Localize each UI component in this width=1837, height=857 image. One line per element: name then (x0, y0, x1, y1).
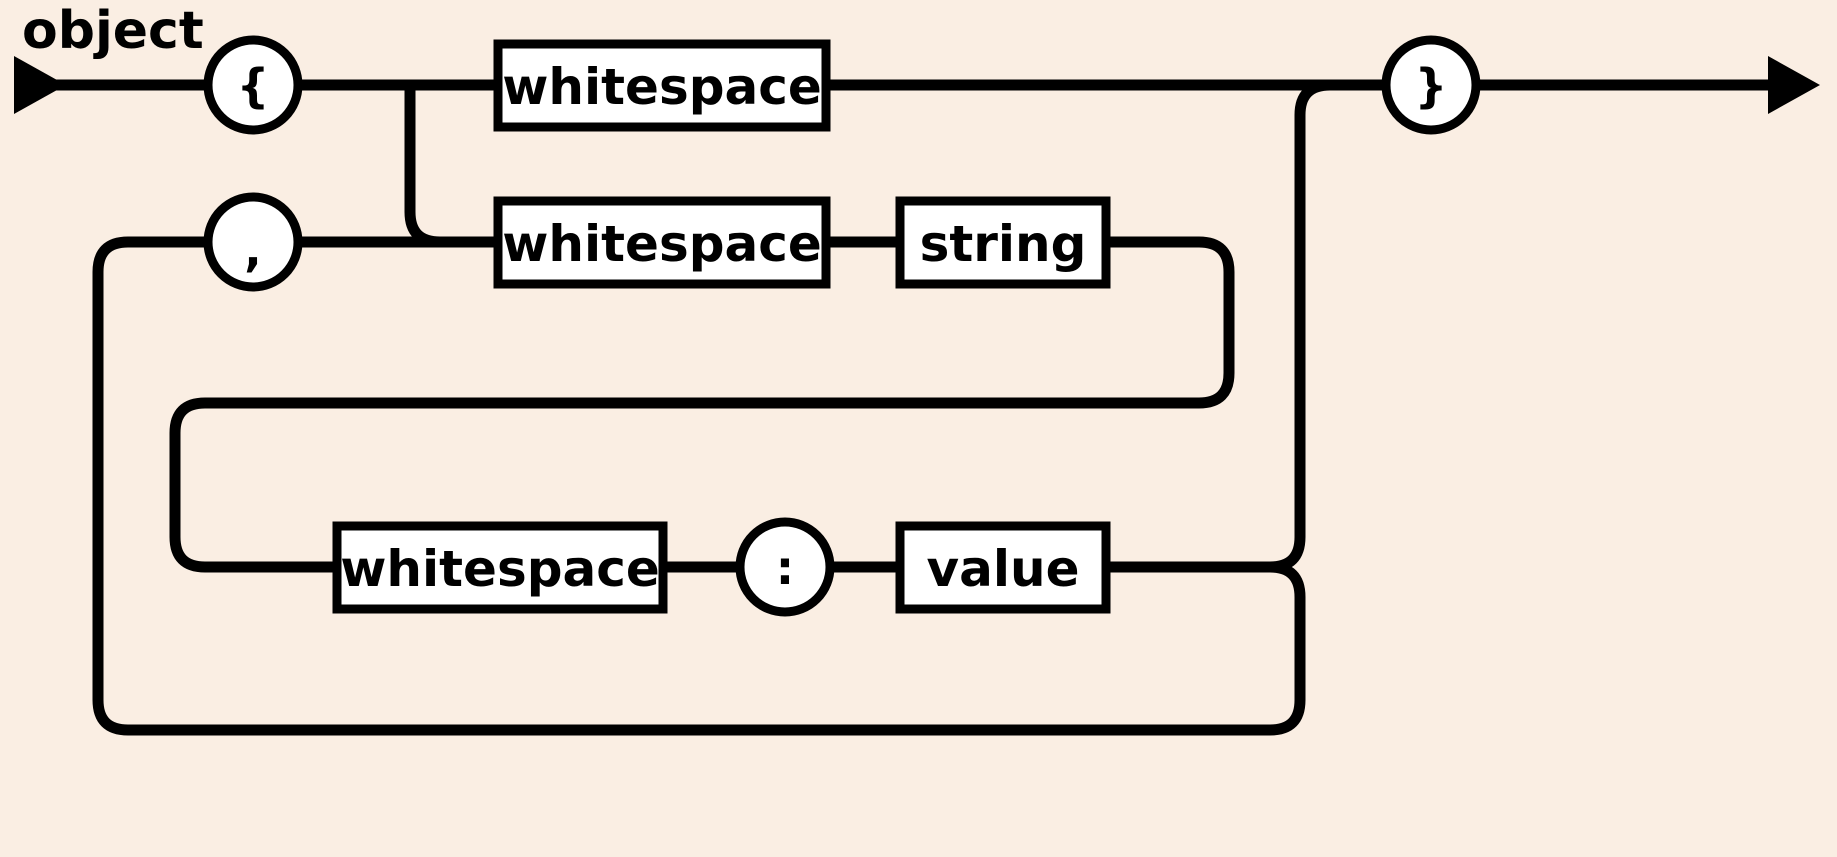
node-colon[interactable]: : (735, 517, 835, 617)
node-comma[interactable]: , (203, 192, 303, 292)
close-brace-label: } (1415, 59, 1448, 113)
track-branch-open-brace-to-pair-row (404, 85, 498, 248)
node-whitespace-1[interactable]: whitespace (493, 39, 831, 132)
open-brace-circle (203, 35, 303, 135)
entry-arrow-icon (14, 56, 66, 114)
whitespace-1-label: whitespace (502, 58, 822, 116)
node-whitespace-2[interactable]: whitespace (493, 196, 831, 289)
page-title: object (22, 1, 204, 61)
colon-circle (735, 517, 835, 617)
node-whitespace-3[interactable]: whitespace (332, 521, 668, 614)
whitespace-2-label: whitespace (502, 215, 822, 273)
comma-label: , (244, 223, 261, 277)
node-value[interactable]: value (895, 521, 1111, 614)
value-label: value (927, 540, 1080, 598)
close-brace-circle (1381, 35, 1481, 135)
whitespace-3-label: whitespace (340, 540, 660, 598)
string-box (895, 196, 1111, 289)
value-box (895, 521, 1111, 614)
whitespace-3-box (332, 521, 668, 614)
track-connector-down-to-value-row (169, 397, 337, 573)
node-string[interactable]: string (895, 196, 1111, 289)
comma-circle (203, 192, 303, 292)
whitespace-2-box (493, 196, 831, 289)
node-close-brace[interactable]: } (1381, 35, 1481, 135)
open-brace-label: { (237, 59, 270, 113)
colon-label: : (776, 541, 794, 595)
whitespace-1-box (493, 39, 831, 132)
exit-arrow-icon (1768, 56, 1820, 114)
track-repeat-loop-back (92, 561, 1306, 736)
string-label: string (920, 215, 1087, 273)
track-comma-loop-riser (92, 236, 208, 700)
node-open-brace[interactable]: { (203, 35, 303, 135)
track-value-to-close-brace (1106, 79, 1386, 573)
track-string-to-value-row (205, 236, 1235, 409)
